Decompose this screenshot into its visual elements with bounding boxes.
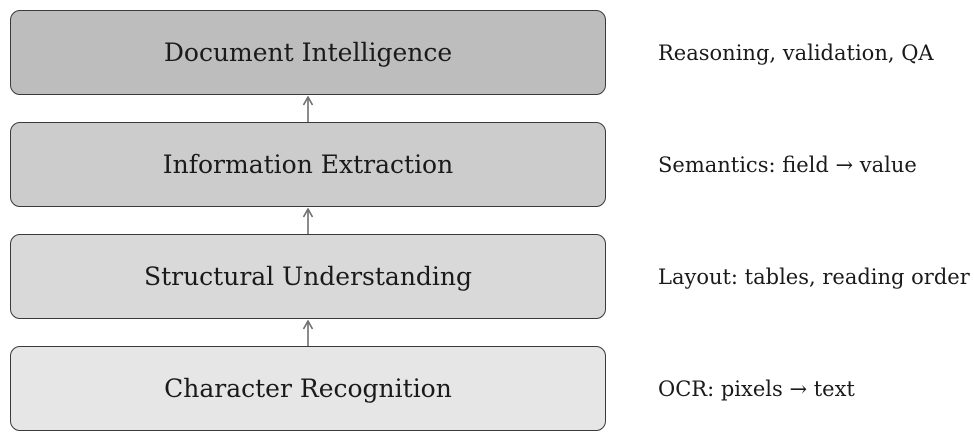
- layer-character-recognition: Character Recognition: [10, 346, 606, 431]
- layer-information-extraction: Information Extraction: [10, 122, 606, 207]
- arrow-up-icon: [302, 208, 314, 234]
- arrow-up-icon: [302, 320, 314, 346]
- layer-title: Structural Understanding: [143, 262, 473, 291]
- layer-title: Document Intelligence: [163, 38, 453, 67]
- layer-structural-understanding: Structural Understanding: [10, 234, 606, 319]
- layer-title: Character Recognition: [164, 374, 452, 403]
- layer-title: Information Extraction: [162, 150, 454, 179]
- arrow-up-icon: [302, 96, 314, 122]
- layer-description: OCR: pixels → text: [658, 376, 855, 401]
- layer-description: Reasoning, validation, QA: [658, 40, 934, 65]
- layer-description: Layout: tables, reading order: [658, 264, 970, 289]
- layer-document-intelligence: Document Intelligence: [10, 10, 606, 95]
- layer-description: Semantics: field → value: [658, 152, 917, 177]
